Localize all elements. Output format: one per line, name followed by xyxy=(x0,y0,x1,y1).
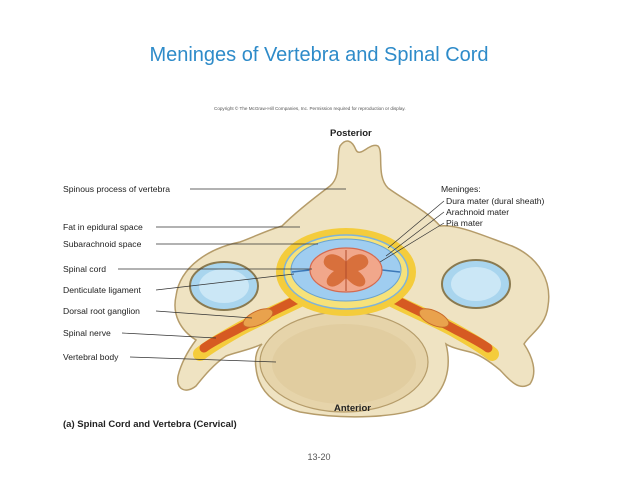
label-dura-mater: Dura mater (dural sheath) xyxy=(446,196,545,206)
page-number: 13-20 xyxy=(307,452,331,462)
label-epidural-fat: Fat in epidural space xyxy=(63,222,143,232)
label-spinal-nerve: Spinal nerve xyxy=(63,328,111,338)
dorsal-root-ganglion-right xyxy=(418,308,450,328)
label-spinal-cord: Spinal cord xyxy=(63,264,106,274)
label-spinous-process: Spinous process of vertebra xyxy=(63,184,171,194)
label-denticulate-ligament: Denticulate ligament xyxy=(63,285,141,295)
label-meninges-heading: Meninges: xyxy=(441,184,481,194)
label-subarachnoid-space: Subarachnoid space xyxy=(63,239,142,249)
label-dorsal-root-ganglion: Dorsal root ganglion xyxy=(63,306,140,316)
label-vertebral-body: Vertebral body xyxy=(63,352,119,362)
copyright-notice: Copyright © The McGraw-Hill Companies, I… xyxy=(214,106,406,111)
label-posterior: Posterior xyxy=(330,128,372,139)
label-anterior: Anterior xyxy=(334,403,371,414)
figure-caption: (a) Spinal Cord and Vertebra (Cervical) xyxy=(63,419,237,430)
label-pia-mater: Pia mater xyxy=(446,218,483,228)
dorsal-root-ganglion-left xyxy=(242,308,274,328)
slide-title: Meninges of Vertebra and Spinal Cord xyxy=(149,44,489,66)
label-arachnoid-mater: Arachnoid mater xyxy=(446,207,510,217)
